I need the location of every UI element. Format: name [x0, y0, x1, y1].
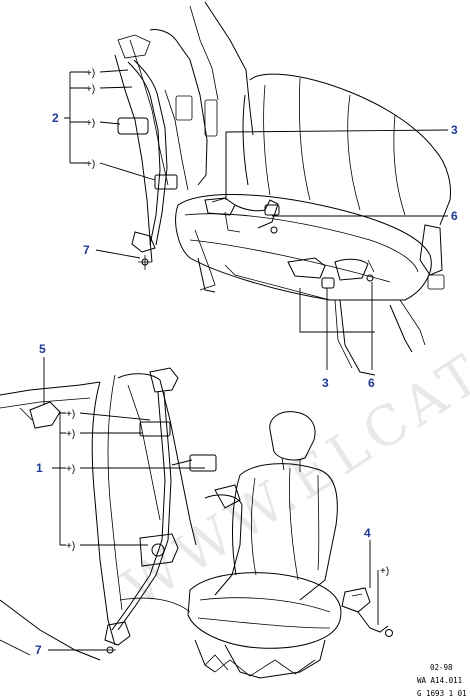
plus-markers: +) +) +) +) +) +) +) +) +) [66, 68, 389, 577]
plus-marker: +) [66, 409, 75, 420]
plus-marker: +) [86, 159, 95, 170]
stamp-date: 02-98 [430, 663, 453, 672]
rear-seat-illustration [114, 1, 451, 376]
callouts: 2 7 3 6 3 6 5 1 4 7 [35, 111, 458, 657]
callout-6-top: 6 [451, 209, 458, 223]
plus-marker: +) [380, 566, 389, 577]
callout-3-top: 3 [451, 123, 458, 137]
callout-6-bottom: 6 [368, 376, 375, 390]
plus-marker: +) [66, 464, 75, 475]
plus-marker: +) [86, 118, 95, 129]
stamp-code: WA A14.011 [417, 676, 462, 685]
plus-marker: +) [86, 84, 95, 95]
plus-marker: +) [66, 429, 75, 440]
stamp-number: G 1693 1 01 [417, 689, 467, 698]
callout-4: 4 [364, 526, 371, 540]
plus-marker: +) [66, 541, 75, 552]
callout-5: 5 [39, 342, 46, 356]
callout-2: 2 [52, 111, 59, 125]
leader-lines [43, 69, 449, 651]
callout-7-top: 7 [83, 243, 90, 257]
plus-marker: +) [86, 68, 95, 79]
front-seat-illustration [0, 367, 393, 679]
callout-3-bottom: 3 [322, 376, 329, 390]
drawing-reference-stamp: 02-98 WA A14.011 G 1693 1 01 [417, 663, 467, 698]
callout-7-bottom: 7 [35, 643, 42, 657]
callout-1: 1 [36, 461, 43, 475]
